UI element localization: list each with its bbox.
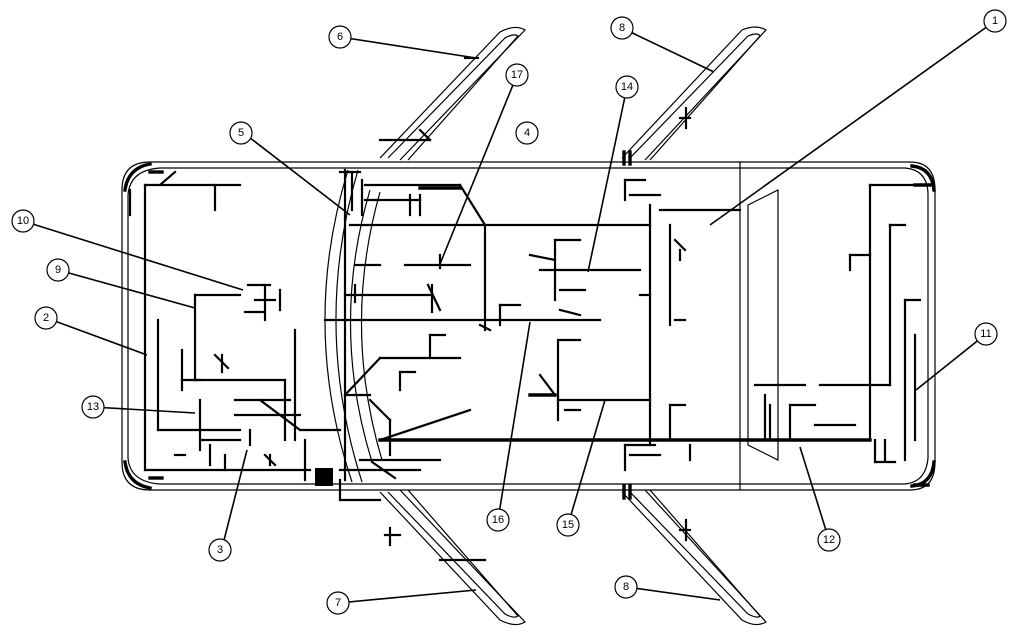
callout-11: 11 xyxy=(974,322,998,346)
callout-7: 7 xyxy=(326,591,350,615)
callout-8-top: 8 xyxy=(610,16,634,40)
callout-8-bottom: 8 xyxy=(614,575,638,599)
callout-16-label: 16 xyxy=(492,514,504,526)
callout-9: 9 xyxy=(46,258,70,282)
callout-5: 5 xyxy=(229,121,253,145)
callout-4: 4 xyxy=(515,121,539,145)
callout-10-label: 10 xyxy=(17,215,29,227)
callout-14-label: 14 xyxy=(621,81,633,93)
callout-6: 6 xyxy=(328,25,352,49)
callout-8-top-label: 8 xyxy=(619,22,625,34)
callout-10: 10 xyxy=(11,209,35,233)
callout-14: 14 xyxy=(615,75,639,99)
body-floor-harness xyxy=(378,178,892,472)
callout-7-label: 7 xyxy=(335,597,341,609)
callout-4-label: 4 xyxy=(524,127,530,139)
callout-2: 2 xyxy=(34,306,58,330)
callout-5-label: 5 xyxy=(238,127,244,139)
engine-harness xyxy=(128,170,342,486)
rear-left-door xyxy=(621,26,767,166)
rear-harness xyxy=(848,183,932,487)
callout-12-label: 12 xyxy=(823,534,835,546)
callout-1-label: 1 xyxy=(992,15,998,27)
callout-17-label: 17 xyxy=(511,69,523,81)
windshield-frame xyxy=(324,169,383,483)
front-right-door xyxy=(379,489,526,626)
callout-13: 13 xyxy=(81,395,105,419)
instrument-panel-harness xyxy=(323,168,652,502)
callout-15: 15 xyxy=(556,513,580,537)
callout-16: 16 xyxy=(486,508,510,532)
callout-3-label: 3 xyxy=(217,544,223,556)
callout-3: 3 xyxy=(208,538,232,562)
leader-lines xyxy=(22,20,996,604)
callout-8-bottom-label: 8 xyxy=(623,581,629,593)
callout-9-label: 9 xyxy=(55,264,61,276)
callout-2-label: 2 xyxy=(43,312,49,324)
callout-12: 12 xyxy=(817,528,841,552)
callout-17: 17 xyxy=(505,63,529,87)
callout-1: 1 xyxy=(983,9,1007,33)
rear-right-door xyxy=(621,484,767,626)
callout-15-label: 15 xyxy=(562,519,574,531)
callout-11-label: 11 xyxy=(980,328,991,340)
rear-window-frame xyxy=(739,162,779,490)
callout-13-label: 13 xyxy=(87,401,99,413)
callout-6-label: 6 xyxy=(337,31,343,43)
